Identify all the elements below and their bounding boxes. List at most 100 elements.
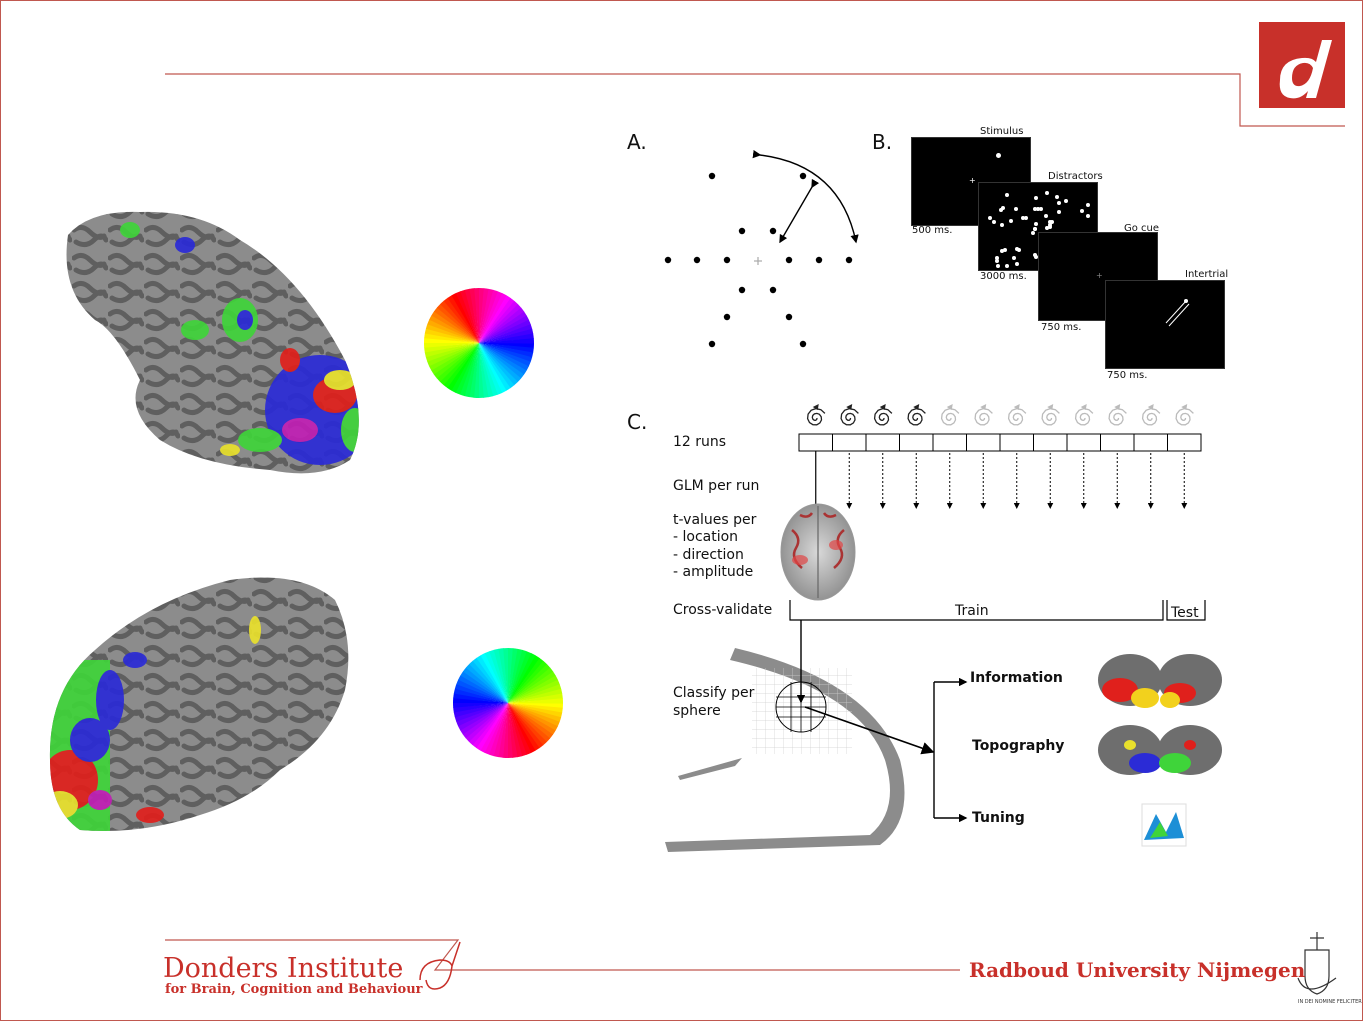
distractor-dot: [991, 220, 996, 225]
voxel-grid: [752, 668, 852, 754]
distractor-dot: [1004, 263, 1009, 268]
panel-label-a: A.: [627, 130, 647, 154]
cortex-top-icon: [66, 211, 359, 474]
topography-map-icon: [1098, 725, 1222, 775]
distractor-dot: [1043, 214, 1048, 219]
distractor-dot: [1038, 206, 1043, 211]
spiral-icon: [1141, 407, 1161, 426]
spiral-icon: [1041, 407, 1060, 426]
distractor-dot: [1000, 249, 1004, 254]
seal-icon: [1297, 932, 1337, 995]
distractor-dot: [1023, 215, 1028, 220]
distractor-dot: [1045, 226, 1050, 231]
distractor-dot: [1009, 218, 1014, 223]
distractor-dot: [1035, 206, 1040, 211]
distractor-dot: [1033, 195, 1038, 200]
cortex-bottom-icon: [49, 577, 349, 831]
spiral-icon: [974, 407, 993, 426]
brain-icon: [780, 503, 856, 601]
distractor-dot: [1055, 194, 1060, 199]
tuning-plot-icon: [1141, 803, 1187, 847]
university-name: Radboud University Nijmegen: [969, 958, 1306, 982]
spiral-icon: [1074, 407, 1094, 426]
spiral-icon: [806, 407, 826, 426]
panel-label-b: B.: [872, 130, 893, 154]
distractor-dot: [1086, 213, 1091, 218]
time-stimulus: 500 ms.: [912, 225, 953, 236]
distractor-dot: [1034, 255, 1039, 260]
time-intertrial: 750 ms.: [1107, 370, 1148, 381]
intertrial-screen: [1105, 280, 1225, 369]
color-wheel-icon: [423, 288, 534, 398]
spiral-icon: [940, 407, 960, 426]
go-cue-label: Go cue: [1124, 223, 1160, 234]
crossval-label: Cross-validate: [673, 602, 773, 618]
fixation-cross: [754, 257, 762, 265]
information-map-icon: [1098, 654, 1222, 708]
tvalues-line-2: - location: [673, 529, 739, 545]
distractor-dot: [1064, 199, 1069, 204]
stimulus-label: Stimulus: [980, 126, 1024, 137]
panel-label-c: C.: [627, 410, 648, 434]
output-information: Information: [970, 670, 1063, 686]
test-label: Test: [1171, 605, 1199, 621]
distractors-label: Distractors: [1048, 171, 1103, 182]
logo-d-icon: [1259, 22, 1345, 108]
tvalues-line-4: - amplitude: [673, 564, 754, 580]
distractor-dot: [1032, 226, 1037, 231]
distractor-dot: [1005, 192, 1010, 197]
classify-line-1: Classify per: [673, 685, 755, 701]
intertrial-label: Intertrial: [1185, 269, 1229, 280]
distractor-dot: [1048, 224, 1053, 229]
distractor-dot: [1020, 216, 1025, 221]
classify-line-2: sphere: [673, 703, 721, 719]
output-tuning: Tuning: [972, 810, 1025, 826]
distractor-dot: [996, 264, 1001, 269]
footer-d-icon: [419, 941, 461, 990]
distractor-dot: [1056, 210, 1061, 215]
spiral-icon: [907, 407, 926, 426]
spiral-icon: [873, 407, 893, 426]
crossval-bracket: [789, 600, 1206, 621]
distractor-dot: [999, 222, 1004, 227]
distractor-dot: [1044, 190, 1049, 195]
distractor-dot: [995, 259, 1000, 264]
color-wheel-icon: [453, 647, 564, 759]
distractor-dot: [1049, 219, 1054, 224]
runs-label: 12 runs: [673, 434, 727, 450]
distractor-dot: [987, 216, 992, 221]
spiral-icon: [1108, 407, 1127, 426]
time-distractors: 3000 ms.: [980, 271, 1027, 282]
distractor-dot: [1001, 206, 1006, 210]
distractor-dot: [1033, 222, 1038, 227]
institute-subtitle: for Brain, Cognition and Behaviour: [165, 982, 423, 997]
train-label: Train: [955, 603, 989, 619]
distractor-dot: [1014, 206, 1019, 211]
tvalues-line-1: t-values per: [673, 512, 757, 528]
distractor-dot: [1032, 252, 1037, 257]
distractor-dot: [1016, 248, 1021, 253]
distractor-dot: [1056, 201, 1061, 205]
distractor-dot: [995, 255, 1000, 260]
distractor-dot: [1015, 247, 1020, 252]
distractor-dot: [1080, 209, 1085, 214]
spiral-icon: [1007, 407, 1027, 426]
direction-arrow: [752, 149, 859, 244]
seal-text: IN DEI NOMINE FELICITER: [1298, 999, 1362, 1005]
distractor-dot: [1011, 256, 1016, 261]
footer-rule: [165, 939, 960, 971]
spiral-icon: [1175, 407, 1194, 426]
distractor-dot: [1014, 261, 1019, 266]
output-topography: Topography: [972, 738, 1065, 754]
amplitude-arrow: [779, 178, 820, 244]
institute-name: Donders Institute: [163, 953, 404, 984]
tvalues-line-3: - direction: [673, 547, 744, 563]
distractor-dot: [1047, 222, 1052, 227]
distractor-dot: [1086, 203, 1091, 208]
distractor-dot: [1002, 247, 1007, 252]
spiral-icon: [840, 407, 859, 426]
glm-label: GLM per run: [673, 478, 760, 494]
distractor-dot: [999, 207, 1003, 212]
